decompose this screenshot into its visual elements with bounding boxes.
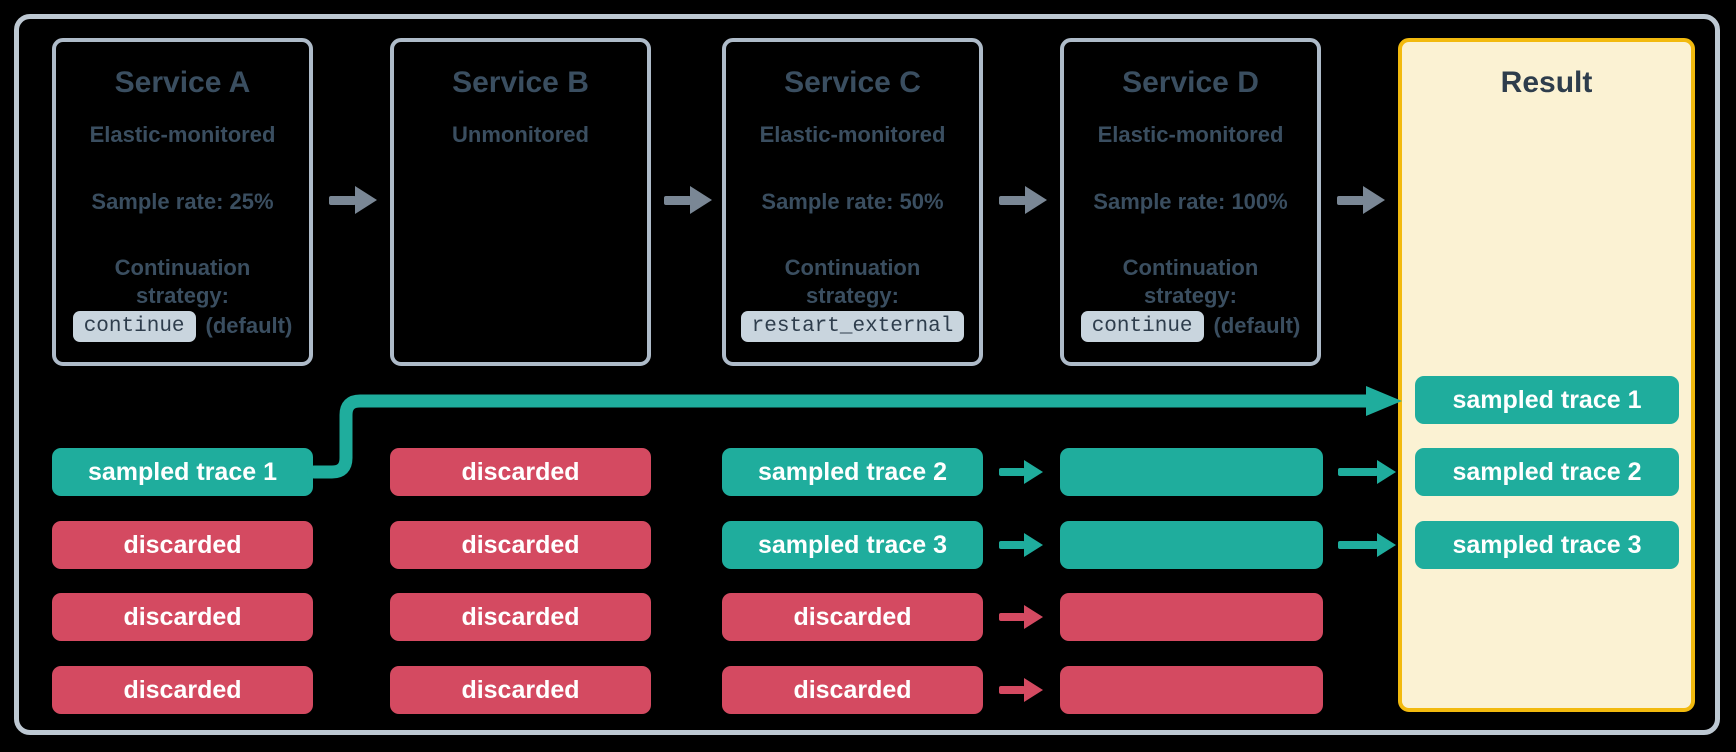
row-arrow-c-d-3-icon	[999, 605, 1047, 629]
row-arrow-d-result-1-icon	[1338, 460, 1400, 484]
service-c-title: Service C	[784, 66, 921, 99]
service-d-subtitle: Elastic-monitored	[1097, 122, 1284, 147]
service-box-c: Service C Elastic-monitored Sample rate:…	[722, 38, 983, 366]
service-d-title: Service D	[1122, 66, 1259, 99]
service-a-title: Service A	[114, 66, 251, 99]
result-title: Result	[1500, 66, 1593, 99]
service-b-title: Service B	[452, 66, 589, 99]
trace-pill-d1	[1060, 448, 1323, 496]
trace-pill-a2: discarded	[52, 521, 313, 569]
trace-pill-b4: discarded	[390, 666, 651, 714]
service-c-continuation-line1: Continuation	[784, 255, 921, 280]
service-a-chip-row: continue (default)	[56, 308, 309, 344]
trace-pill-b1: discarded	[390, 448, 651, 496]
service-d-continuation-line1: Continuation	[1122, 255, 1259, 280]
service-a-continuation-line2: strategy:	[136, 283, 229, 308]
result-pill-2: sampled trace 2	[1415, 448, 1679, 496]
service-d-continuation-line2: strategy:	[1144, 283, 1237, 308]
service-a-subtitle: Elastic-monitored	[89, 122, 276, 147]
trace-pill-c3: discarded	[722, 593, 983, 641]
flow-arrow-b-to-c-icon	[664, 186, 712, 214]
service-c-subtitle: Elastic-monitored	[759, 122, 946, 147]
service-b-subtitle: Unmonitored	[452, 122, 589, 147]
trace-pill-c4: discarded	[722, 666, 983, 714]
flow-arrow-c-to-d-icon	[999, 186, 1047, 214]
trace-pill-c1: sampled trace 2	[722, 448, 983, 496]
trace-pill-a1: sampled trace 1	[52, 448, 313, 496]
service-box-b: Service B Unmonitored	[390, 38, 651, 366]
trace-pill-d2	[1060, 521, 1323, 569]
result-pill-1: sampled trace 1	[1415, 376, 1679, 424]
result-box: Result	[1398, 38, 1695, 712]
row-arrow-d-result-2-icon	[1338, 533, 1400, 557]
trace-pill-a4: discarded	[52, 666, 313, 714]
service-a-strategy-chip: continue	[72, 310, 196, 342]
trace-pill-a3: discarded	[52, 593, 313, 641]
result-pill-3: sampled trace 3	[1415, 521, 1679, 569]
trace-pill-b2: discarded	[390, 521, 651, 569]
service-d-strategy-chip: continue	[1080, 310, 1204, 342]
service-a-default-note: (default)	[205, 313, 293, 338]
flow-arrow-a-to-b-icon	[329, 186, 377, 214]
outer-frame	[14, 14, 1720, 735]
service-d-chip-row: continue (default)	[1064, 308, 1317, 344]
trace-pill-d4	[1060, 666, 1323, 714]
row-arrow-c-d-4-icon	[999, 678, 1047, 702]
service-d-sample-rate: Sample rate: 100%	[1093, 189, 1288, 214]
service-a-sample-rate: Sample rate: 25%	[91, 189, 274, 214]
flow-arrow-d-to-result-icon	[1337, 186, 1385, 214]
trace-pill-b3: discarded	[390, 593, 651, 641]
row-arrow-c-d-2-icon	[999, 533, 1047, 557]
trace-pill-d3	[1060, 593, 1323, 641]
service-c-continuation-line2: strategy:	[806, 283, 899, 308]
service-c-strategy-chip: restart_external	[740, 310, 965, 342]
service-box-a: Service A Elastic-monitored Sample rate:…	[52, 38, 313, 366]
service-d-default-note: (default)	[1213, 313, 1301, 338]
row-arrow-c-d-1-icon	[999, 460, 1047, 484]
service-c-chip-row: restart_external	[726, 308, 979, 344]
trace-pill-c2: sampled trace 3	[722, 521, 983, 569]
service-c-sample-rate: Sample rate: 50%	[761, 189, 944, 214]
service-box-d: Service D Elastic-monitored Sample rate:…	[1060, 38, 1321, 366]
service-a-continuation-line1: Continuation	[114, 255, 251, 280]
